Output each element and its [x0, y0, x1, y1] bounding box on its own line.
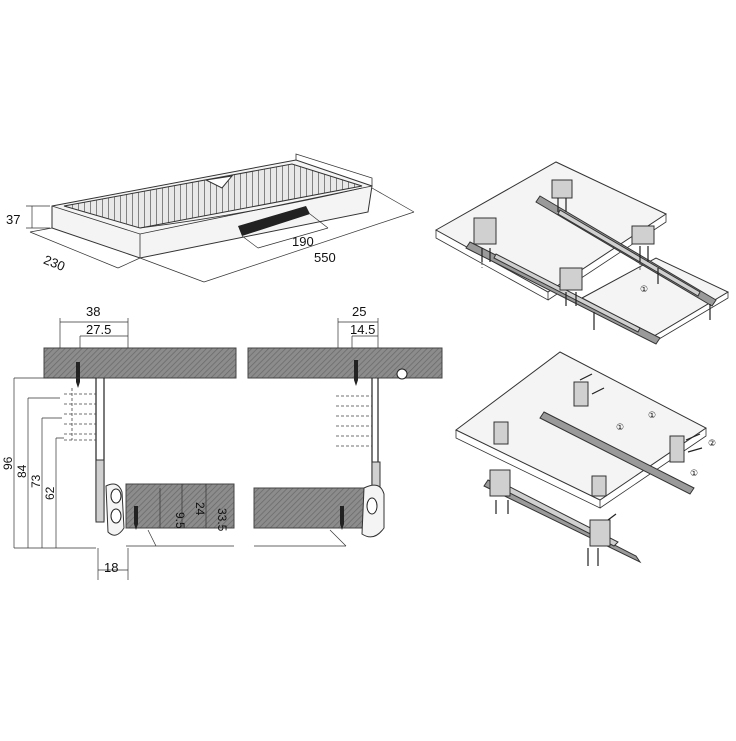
screw-icon — [354, 360, 358, 386]
slide-rail-back — [539, 411, 695, 495]
dim-bottom-offset: 18 — [104, 560, 118, 575]
tray-handle — [238, 206, 310, 236]
tray-notch — [204, 175, 234, 189]
dim-depth: 230 — [42, 252, 68, 274]
assembly-marker: ① — [640, 284, 648, 294]
assembly-marker: ① — [648, 410, 656, 420]
dim-board-a: 9.5 — [173, 512, 187, 529]
dim-height-overall: 96 — [1, 456, 15, 470]
tray-board-section-right — [253, 487, 369, 529]
dim-board-c: 33.5 — [215, 508, 229, 532]
assembly-marker: ① — [616, 422, 624, 432]
screw-icon — [340, 506, 344, 530]
dim-handle-width: 190 — [292, 234, 314, 249]
bracket-icon — [473, 179, 655, 291]
screw-icon — [481, 198, 711, 330]
assembly-view-bottom: ① ① ② ① — [455, 351, 716, 566]
bracket-icon — [489, 381, 685, 547]
dim-height-3: 73 — [29, 474, 43, 488]
section-right: 25 14.5 — [247, 304, 443, 547]
section-left: 38 27.5 96 84 73 62 9.5 24 33.5 18 — [1, 304, 237, 580]
dim-section-left-top: 38 — [86, 304, 100, 319]
dim-board-b: 24 — [193, 502, 207, 516]
desk-board-section-right — [247, 347, 443, 379]
assembly-view-top: ① — [434, 161, 730, 345]
dim-section-left-inner: 27.5 — [86, 322, 111, 337]
assembly-marker: ② — [708, 438, 716, 448]
screw-icon — [495, 373, 703, 566]
dim-height-4: 62 — [43, 486, 57, 500]
dim-height: 37 — [6, 212, 20, 227]
desk-board-section — [43, 347, 237, 379]
screw-icon — [134, 506, 138, 530]
dim-height-2: 84 — [15, 464, 29, 478]
assembly-marker: ① — [690, 468, 698, 478]
dim-length: 550 — [314, 250, 336, 265]
tray-board-section — [125, 483, 235, 529]
dim-section-right-inner: 14.5 — [350, 322, 375, 337]
screw-icon — [76, 362, 80, 388]
keyboard-tray-drawing: 37 230 190 550 — [6, 153, 415, 283]
dim-section-right-top: 25 — [352, 304, 366, 319]
